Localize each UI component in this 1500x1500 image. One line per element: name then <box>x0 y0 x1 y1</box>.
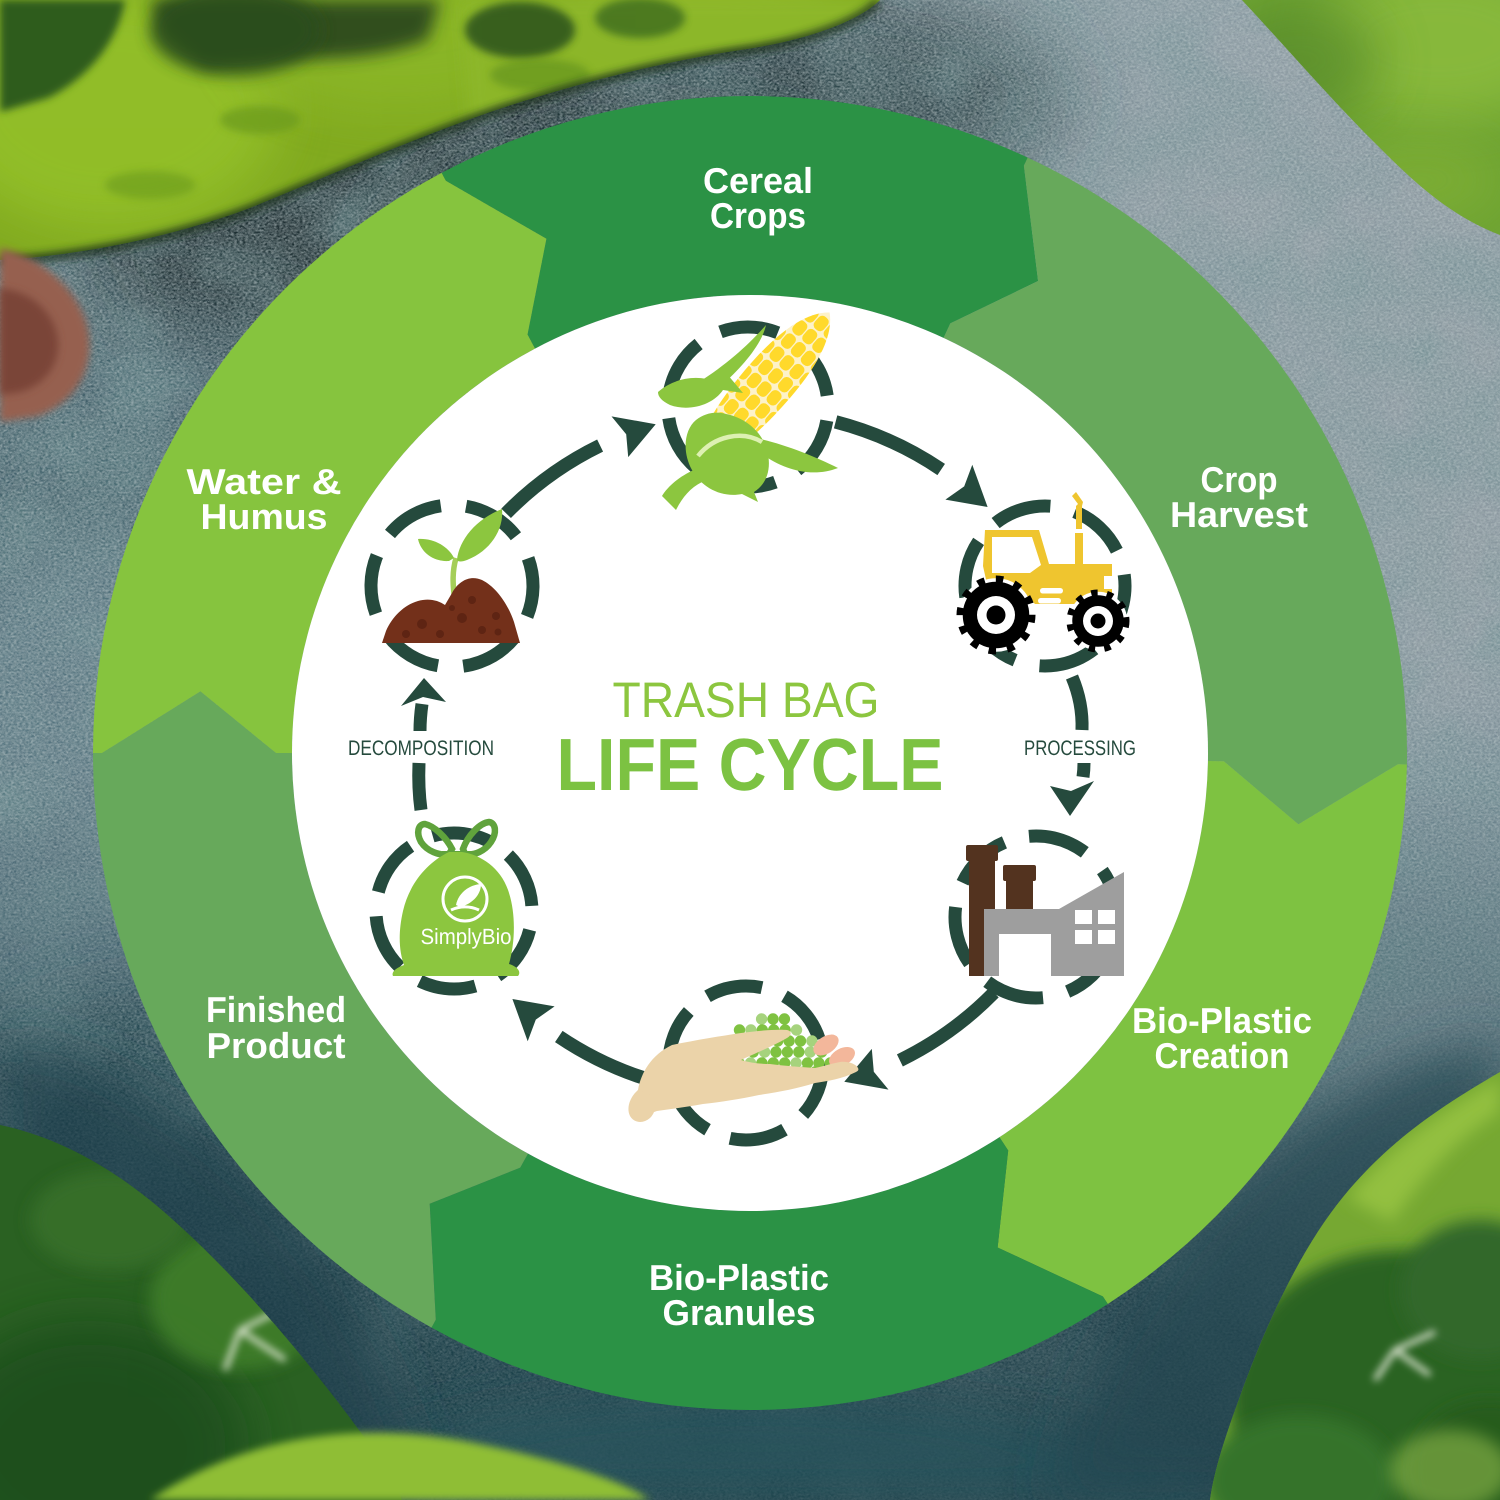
svg-text:Creation: Creation <box>1155 1035 1290 1076</box>
svg-text:PROCESSING: PROCESSING <box>1024 737 1136 760</box>
svg-text:Humus: Humus <box>201 496 328 537</box>
svg-text:Granules: Granules <box>663 1292 816 1333</box>
svg-text:TRASH BAG: TRASH BAG <box>613 672 880 728</box>
svg-text:Crops: Crops <box>710 195 806 236</box>
svg-text:Harvest: Harvest <box>1170 494 1308 535</box>
svg-text:SimplyBio: SimplyBio <box>421 924 512 949</box>
svg-text:Product: Product <box>207 1025 346 1066</box>
svg-text:Finished: Finished <box>206 989 346 1030</box>
svg-text:Bio-Plastic: Bio-Plastic <box>1132 1000 1312 1041</box>
svg-text:Crop: Crop <box>1201 459 1278 500</box>
svg-text:Cereal: Cereal <box>703 160 813 201</box>
svg-text:Bio-Plastic: Bio-Plastic <box>649 1257 829 1298</box>
svg-text:Water &: Water & <box>187 461 342 502</box>
svg-text:DECOMPOSITION: DECOMPOSITION <box>348 737 494 760</box>
svg-text:LIFE CYCLE: LIFE CYCLE <box>557 723 944 806</box>
